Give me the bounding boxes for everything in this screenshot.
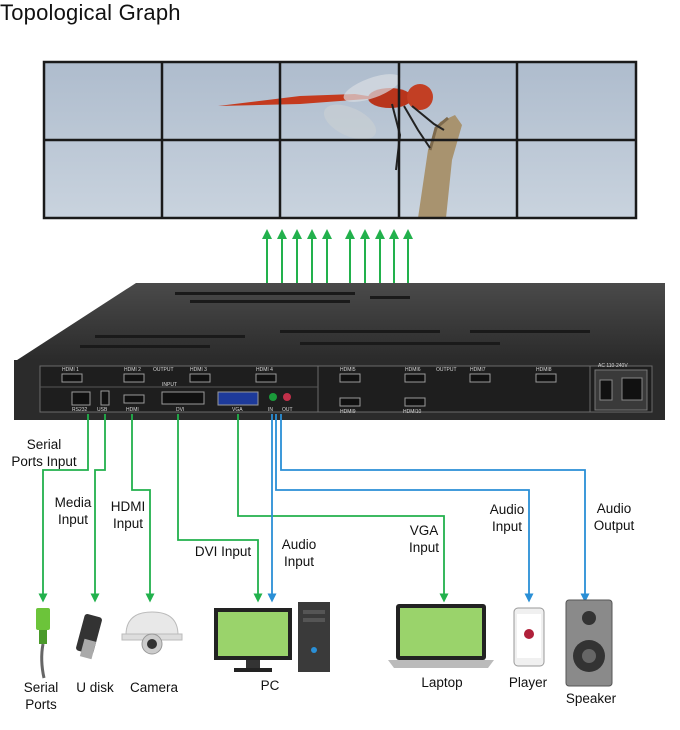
- label-hdmi9: HDMI9: [340, 409, 356, 415]
- device-label-camera: Camera: [129, 680, 178, 695]
- hdmi-input-label: HDMI Input: [110, 499, 146, 531]
- label-rs232: RS232: [72, 407, 88, 413]
- pc-monitor-icon: [214, 608, 292, 672]
- vga-input-label: VGA Input: [408, 523, 440, 555]
- label-hdmi-in: HDMI: [126, 407, 139, 413]
- audio-input-label-pc: Audio Input: [281, 537, 317, 569]
- speaker-icon: [565, 599, 613, 687]
- label-hdmi3: HDMI 3: [190, 367, 207, 373]
- label-audio-out: OUT: [282, 407, 293, 413]
- usb-disk-icon: [76, 613, 102, 660]
- device-label-player: Player: [508, 675, 548, 690]
- label-hdmi2: HDMI 2: [124, 367, 141, 373]
- label-dvi: DVI: [176, 407, 184, 413]
- panel-labels: HDMI 1 HDMI 2 OUTPUT HDMI 3 HDMI 4 HDMI5…: [62, 363, 628, 415]
- serial-port-cable-icon: [36, 608, 50, 679]
- label-output-right: OUTPUT: [436, 367, 457, 373]
- video-wall: [42, 60, 638, 220]
- serial-input-label: Serial Ports Input: [11, 437, 77, 469]
- music-player-icon: [513, 607, 545, 667]
- label-hdmi6: HDMI6: [405, 367, 421, 373]
- label-vga: VGA: [232, 407, 243, 413]
- camera-icon: [121, 611, 183, 655]
- page-title: Topological Graph: [0, 0, 181, 25]
- laptop-icon: [388, 604, 494, 668]
- label-hdmi5: HDMI5: [340, 367, 356, 373]
- label-power: AC 110-240V: [598, 363, 628, 369]
- label-hdmi10: HDMI10: [403, 409, 422, 415]
- device-label-serial-ports: Serial Ports: [23, 680, 59, 712]
- label-hdmi4: HDMI 4: [256, 367, 273, 373]
- label-hdmi7: HDMI7: [470, 367, 486, 373]
- label-hdmi8: HDMI8: [536, 367, 552, 373]
- label-input: INPUT: [162, 382, 177, 388]
- controller-device: [14, 283, 665, 420]
- label-hdmi1: HDMI 1: [62, 367, 79, 373]
- audio-output-label: Audio Output: [593, 501, 635, 533]
- device-label-laptop: Laptop: [421, 675, 463, 690]
- device-label-speaker: Speaker: [565, 691, 617, 706]
- label-output-left: OUTPUT: [153, 367, 174, 373]
- label-audio-in: IN: [268, 407, 273, 413]
- device-label-udisk: U disk: [76, 680, 114, 695]
- dvi-input-label: DVI Input: [194, 544, 252, 559]
- media-input-label: Media Input: [54, 495, 92, 527]
- pc-tower-icon: [298, 602, 330, 672]
- connection-lines: [38, 414, 590, 603]
- label-usb: USB: [97, 407, 108, 413]
- device-label-pc: PC: [260, 678, 280, 693]
- audio-input-label-player: Audio Input: [489, 502, 525, 534]
